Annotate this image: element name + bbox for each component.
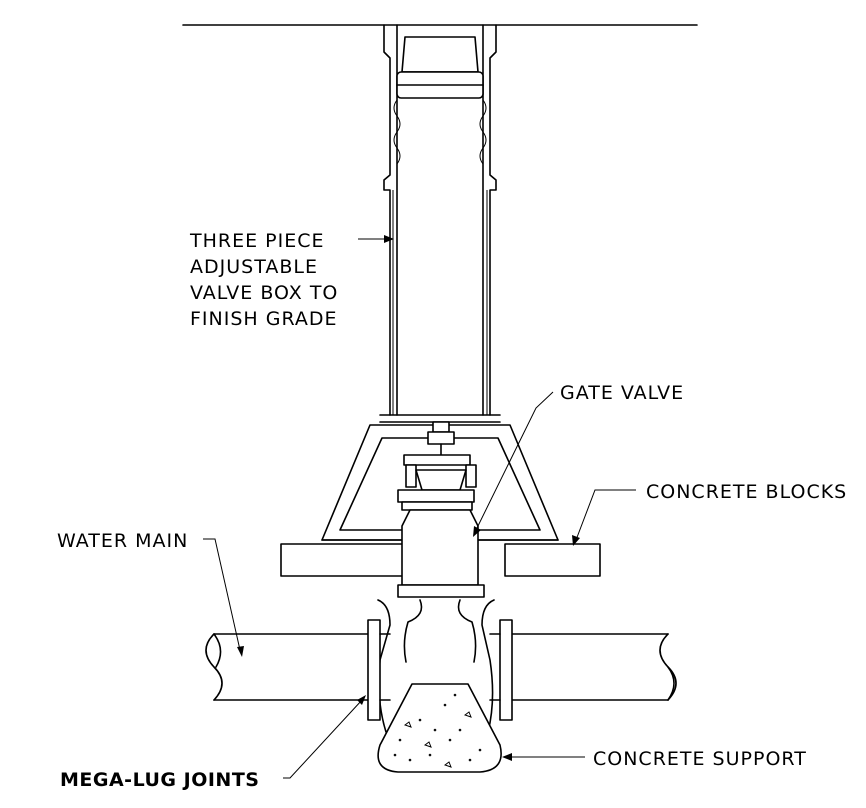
- label-valve-box-line3: VALVE BOX TO: [190, 282, 338, 304]
- label-concrete-support: CONCRETE SUPPORT: [593, 748, 807, 770]
- label-mega-lug-joints: MEGA-LUG JOINTS: [60, 769, 259, 791]
- concrete-block-right: [504, 543, 601, 577]
- label-valve-box-line1: THREE PIECE: [189, 230, 324, 252]
- concrete-block-left: [280, 543, 417, 577]
- mega-lug-flange-right: [499, 619, 513, 721]
- valve-box: [379, 24, 501, 423]
- water-main: [205, 619, 677, 721]
- label-gate-valve: GATE VALVE: [560, 382, 684, 404]
- mega-lug-flange-left: [367, 619, 381, 721]
- gate-valve: [377, 421, 495, 733]
- label-valve-box-line4: FINISH GRADE: [190, 308, 338, 330]
- label-water-main: WATER MAIN: [57, 530, 188, 552]
- label-concrete-blocks: CONCRETE BLOCKS: [646, 481, 847, 503]
- leader-lines: [203, 235, 636, 779]
- valve-box-lid: [401, 36, 479, 73]
- concrete-support: [377, 683, 502, 773]
- label-valve-box-line2: ADJUSTABLE: [190, 256, 318, 278]
